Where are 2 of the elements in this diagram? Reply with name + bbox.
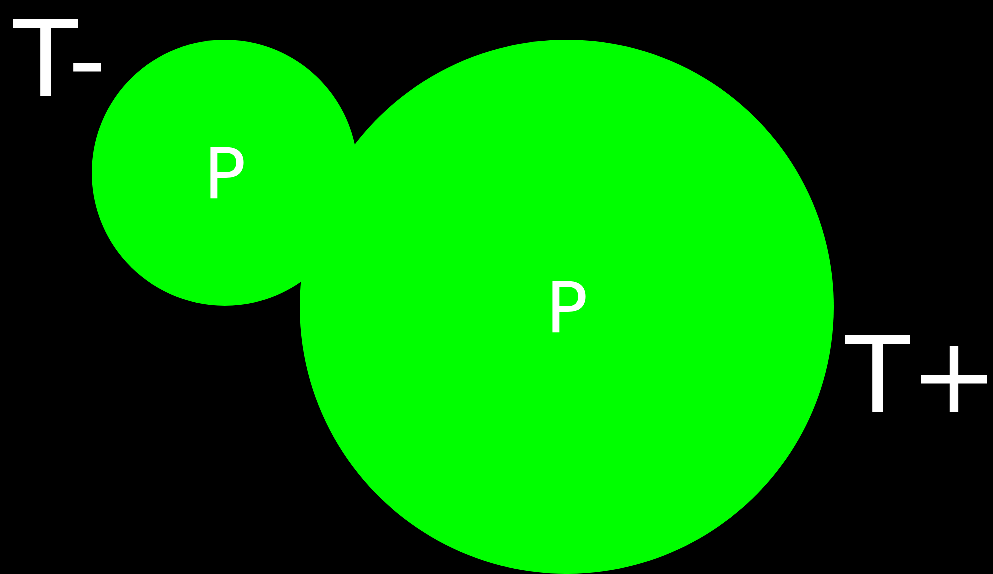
- node-label: P: [210, 147, 244, 199]
- beside-label: T+: [845, 336, 988, 412]
